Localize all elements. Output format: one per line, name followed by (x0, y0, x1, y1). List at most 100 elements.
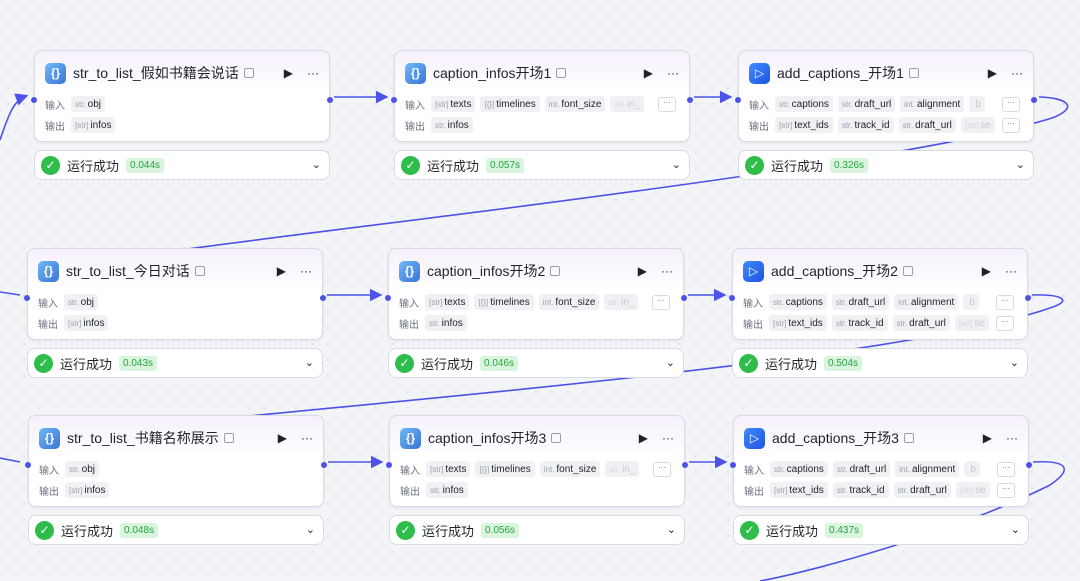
play-icon[interactable]: ▶ (981, 264, 991, 278)
chevron-down-icon[interactable]: ⌄ (666, 524, 676, 536)
input-param: b (963, 294, 979, 310)
run-status-bar[interactable]: ✓ 运行成功 0.043s ⌄ (27, 348, 323, 378)
output-param: [str]text_ids (775, 117, 833, 133)
node-title: caption_infos开场1 (433, 65, 552, 81)
input-port[interactable] (729, 295, 735, 301)
subprocess-icon (551, 433, 562, 443)
node-caption-infos-2[interactable]: {} caption_infos开场2 ▶ ··· 输入 [str]texts … (385, 248, 687, 340)
chevron-down-icon[interactable]: ⌄ (1010, 524, 1020, 536)
output-port[interactable] (327, 97, 333, 103)
success-check-icon: ✓ (34, 353, 53, 373)
input-port[interactable] (735, 97, 741, 103)
run-status-bar[interactable]: ✓ 运行成功 0.437s ⌄ (733, 515, 1029, 545)
input-port[interactable] (386, 462, 392, 468)
node-caption-infos-3[interactable]: {} caption_infos开场3 ▶ ··· 输入 [str]texts … (386, 415, 688, 507)
add-captions-plugin-icon: ▷ (744, 427, 765, 449)
subprocess-icon (550, 266, 561, 276)
output-port[interactable] (1031, 97, 1037, 103)
run-status-bar[interactable]: ✓ 运行成功 0.046s ⌄ (388, 348, 684, 378)
run-status-bar[interactable]: ✓ 运行成功 0.056s ⌄ (389, 515, 685, 545)
node-add-captions-1[interactable]: ▷ add_captions_开场1 ▶ ··· 输入 str.captions… (735, 50, 1037, 142)
duration-badge: 0.056s (481, 522, 520, 538)
run-status-bar[interactable]: ✓ 运行成功 0.504s ⌄ (732, 348, 1028, 378)
play-icon[interactable]: ▶ (276, 264, 286, 278)
input-port[interactable] (24, 295, 30, 301)
run-status-bar[interactable]: ✓ 运行成功 0.057s ⌄ (394, 150, 690, 180)
node-str-to-list-3[interactable]: {} str_to_list_书籍名称展示 ▶ ··· 输入 str.obj 输… (25, 415, 327, 507)
play-icon[interactable]: ▶ (987, 66, 997, 80)
more-params-button[interactable]: ··· (997, 462, 1015, 477)
node-str-to-list-1[interactable]: {} str_to_list_假如书籍会说话 ▶ ··· 输入 str.obj … (31, 50, 333, 142)
more-icon[interactable]: ··· (300, 264, 312, 278)
run-status-bar[interactable]: ✓ 运行成功 0.048s ⌄ (28, 515, 324, 545)
output-port[interactable] (687, 97, 693, 103)
run-status-bar[interactable]: ✓ 运行成功 0.326s ⌄ (738, 150, 1034, 180)
node-caption-infos-1[interactable]: {} caption_infos开场1 ▶ ··· 输入 [str]texts … (391, 50, 693, 142)
input-port[interactable] (25, 462, 31, 468)
output-port[interactable] (682, 462, 688, 468)
output-param: str.infos (425, 315, 467, 331)
input-port[interactable] (391, 97, 397, 103)
duration-badge: 0.057s (486, 157, 525, 173)
more-icon[interactable]: ··· (667, 66, 679, 80)
input-label: 输入 (39, 465, 59, 477)
output-param: [str]text_ids (770, 482, 828, 498)
node-str-to-list-2[interactable]: {} str_to_list_今日对话 ▶ ··· 输入 str.obj 输出 … (24, 248, 326, 340)
output-param: [str]se (955, 482, 990, 498)
input-param: [{}]timelines (474, 294, 534, 310)
node-add-captions-2[interactable]: ▷ add_captions_开场2 ▶ ··· 输入 str.captions… (729, 248, 1031, 340)
output-port[interactable] (681, 295, 687, 301)
input-port[interactable] (31, 97, 37, 103)
more-params-button[interactable]: ··· (658, 97, 676, 112)
output-port[interactable] (1025, 295, 1031, 301)
input-port[interactable] (385, 295, 391, 301)
play-icon[interactable]: ▶ (637, 264, 647, 278)
run-status-bar[interactable]: ✓ 运行成功 0.044s ⌄ (34, 150, 330, 180)
more-icon[interactable]: ··· (1006, 431, 1018, 445)
play-icon[interactable]: ▶ (638, 431, 648, 445)
more-icon[interactable]: ··· (301, 431, 313, 445)
play-icon[interactable]: ▶ (283, 66, 293, 80)
status-text: 运行成功 (60, 356, 113, 372)
more-params-button[interactable]: ··· (996, 316, 1014, 331)
output-label: 输出 (400, 486, 420, 498)
more-params-button[interactable]: ··· (1002, 97, 1020, 112)
more-icon[interactable]: ··· (1005, 264, 1017, 278)
input-param: str.draft_url (831, 294, 890, 310)
chevron-down-icon[interactable]: ⌄ (311, 159, 321, 171)
output-port[interactable] (1026, 462, 1032, 468)
more-icon[interactable]: ··· (1011, 66, 1023, 80)
input-port[interactable] (730, 462, 736, 468)
duration-badge: 0.437s (825, 522, 864, 538)
chevron-down-icon[interactable]: ⌄ (1009, 357, 1019, 369)
chevron-down-icon[interactable]: ⌄ (304, 357, 314, 369)
play-icon[interactable]: ▶ (277, 431, 287, 445)
play-icon[interactable]: ▶ (982, 431, 992, 445)
chevron-down-icon[interactable]: ⌄ (305, 524, 315, 536)
chevron-down-icon[interactable]: ⌄ (1015, 159, 1025, 171)
more-params-button[interactable]: ··· (997, 483, 1015, 498)
output-param: [str]infos (71, 117, 116, 133)
code-node-icon: {} (38, 260, 59, 282)
more-params-button[interactable]: ··· (1002, 118, 1020, 133)
chevron-down-icon[interactable]: ⌄ (671, 159, 681, 171)
more-params-button[interactable]: ··· (996, 295, 1014, 310)
node-add-captions-3[interactable]: ▷ add_captions_开场3 ▶ ··· 输入 str.captions… (730, 415, 1032, 507)
output-port[interactable] (320, 295, 326, 301)
status-text: 运行成功 (766, 523, 819, 539)
more-params-button[interactable]: ··· (653, 462, 671, 477)
more-params-button[interactable]: ··· (652, 295, 670, 310)
input-param: [str]texts (425, 294, 470, 310)
status-text: 运行成功 (67, 158, 120, 174)
subprocess-icon (903, 433, 914, 443)
subprocess-icon (194, 266, 205, 276)
input-param: int.alignment (900, 96, 965, 112)
more-icon[interactable]: ··· (661, 264, 673, 278)
input-param: str.captions (770, 461, 828, 477)
play-icon[interactable]: ▶ (643, 66, 653, 80)
more-icon[interactable]: ··· (307, 66, 319, 80)
node-title: caption_infos开场2 (427, 263, 546, 279)
output-port[interactable] (321, 462, 327, 468)
more-icon[interactable]: ··· (662, 431, 674, 445)
chevron-down-icon[interactable]: ⌄ (665, 357, 675, 369)
